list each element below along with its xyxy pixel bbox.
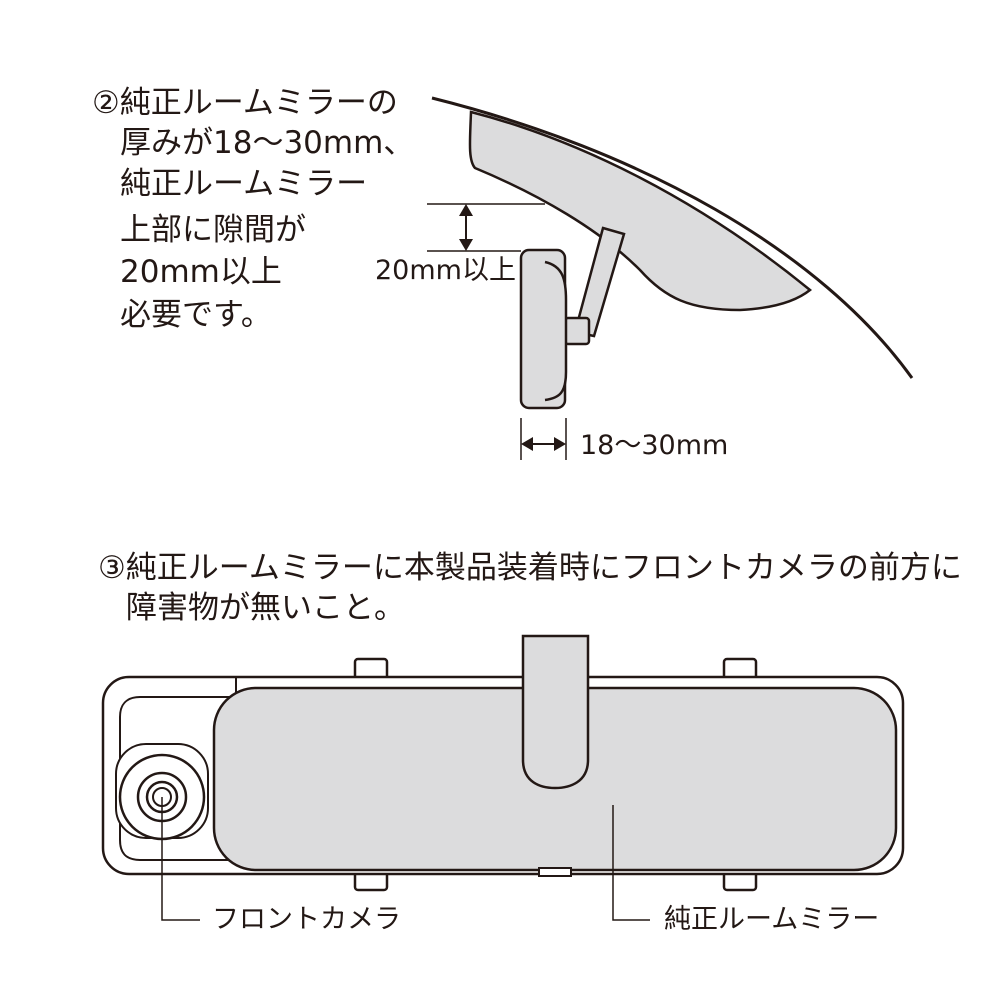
- note-2-line-2: 厚みが18〜30mm、: [120, 125, 415, 161]
- product-inner-frame: [119, 696, 237, 861]
- note-2-line-6: 必要です。: [120, 297, 272, 333]
- note-3-line-1: ③純正ルームミラーに本製品装着時にフロントカメラの前方に: [98, 550, 962, 586]
- callout-leader-front-camera: [161, 797, 200, 921]
- callout-front-camera: フロントカメラ: [212, 904, 401, 935]
- mirror-stem-front: [521, 634, 590, 790]
- note-2-line-1: ②純正ルームミラーの: [92, 85, 398, 121]
- gap-arrow-head-up: [459, 204, 473, 216]
- note-3-line-2: 障害物が無いこと。: [126, 590, 405, 626]
- mirror-joint: [563, 316, 591, 346]
- callout-leader-stock-mirror: [612, 805, 650, 921]
- mirror-mount-base: [468, 110, 812, 312]
- thickness-dimension-label: 18〜30mm: [580, 430, 729, 461]
- gap-dimension-label: 20mm以上: [375, 255, 516, 286]
- windshield-line: [431, 96, 914, 379]
- gap-arrow-head-down: [459, 239, 473, 251]
- callout-stock-mirror: 純正ルームミラー: [664, 904, 880, 935]
- mirror-stem: [573, 226, 626, 338]
- thick-arrow-head-right: [554, 437, 566, 451]
- mirror-front-view: [101, 634, 905, 892]
- note-2-line-5: 20mm以上: [120, 254, 282, 290]
- note-2-line-3: 純正ルームミラー: [120, 166, 368, 202]
- mirror-body-back: [544, 260, 568, 402]
- note-2-line-4: 上部に隙間が: [120, 212, 306, 248]
- thick-arrow-head-left: [521, 437, 533, 451]
- stock-mirror-bottom-mark: [538, 867, 572, 877]
